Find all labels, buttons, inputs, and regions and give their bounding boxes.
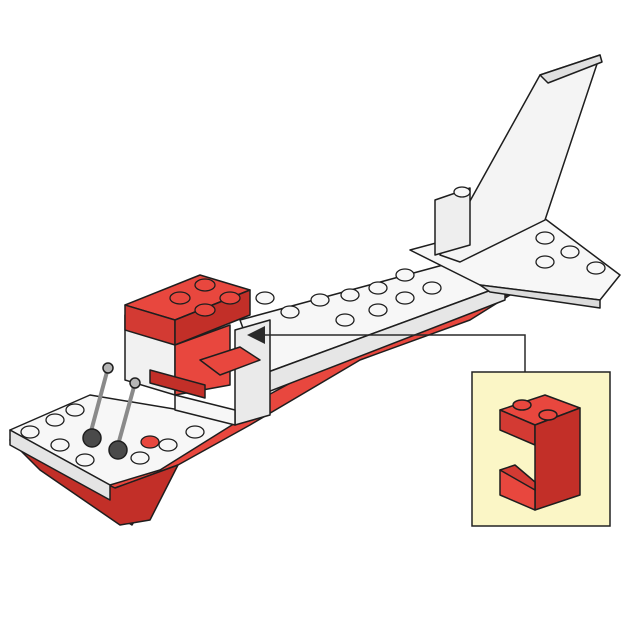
joystick-left-knob — [103, 363, 113, 373]
tail-base-block — [435, 188, 470, 255]
joystick-right-base — [109, 441, 127, 459]
joystick-right-knob — [130, 378, 140, 388]
callout-inset — [472, 372, 610, 526]
joystick-left-base — [83, 429, 101, 447]
